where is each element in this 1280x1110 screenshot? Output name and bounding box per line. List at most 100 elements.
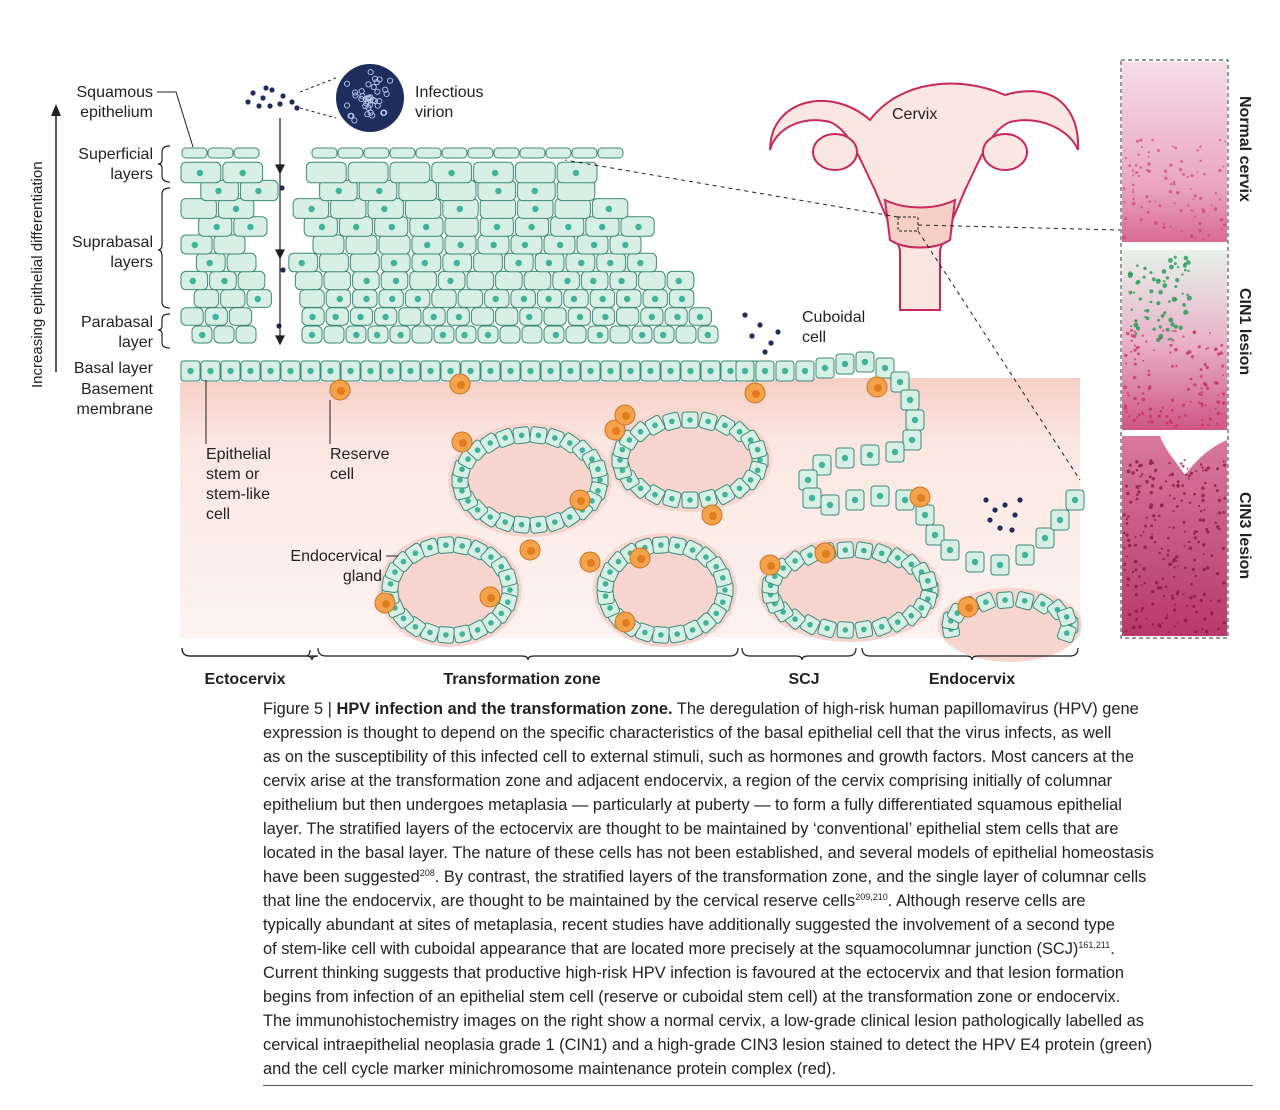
stain-speck bbox=[1194, 630, 1198, 634]
cell-nucleus bbox=[566, 440, 573, 446]
stain-speck bbox=[1204, 468, 1208, 472]
stain-speck bbox=[1134, 358, 1137, 361]
cell-nucleus bbox=[707, 367, 714, 375]
stain-speck bbox=[1128, 612, 1132, 617]
cell-nucleus bbox=[589, 456, 595, 462]
stain-speck bbox=[1161, 406, 1164, 409]
cell-nucleus bbox=[669, 495, 675, 502]
cell-nucleus bbox=[861, 626, 867, 633]
virion-particle bbox=[757, 322, 763, 328]
cell-nucleus bbox=[1002, 597, 1008, 603]
stain-speck bbox=[1203, 172, 1206, 176]
caption-text: The deregulation of high-risk human papi… bbox=[672, 700, 1139, 718]
stain-speck bbox=[1158, 204, 1162, 208]
cell-nucleus bbox=[727, 367, 734, 375]
cell-nucleus bbox=[818, 461, 826, 469]
cell-nucleus bbox=[878, 550, 885, 557]
caption-text: that line the endocervix, are thought to… bbox=[263, 892, 856, 910]
squamous-cell bbox=[180, 307, 204, 326]
cell-nucleus bbox=[881, 364, 889, 372]
cervix-label: Cervix bbox=[892, 106, 937, 123]
cell-nucleus bbox=[579, 447, 586, 453]
cell-nucleus bbox=[347, 367, 354, 375]
cell-nucleus bbox=[318, 223, 326, 231]
cell-nucleus bbox=[578, 259, 585, 267]
stain-speck bbox=[1177, 565, 1180, 568]
stain-speck bbox=[1215, 572, 1220, 576]
cell-nucleus bbox=[307, 367, 314, 375]
stain-speck bbox=[1200, 391, 1203, 394]
stain-speck bbox=[1141, 397, 1146, 402]
stain-speck bbox=[1172, 526, 1175, 529]
stain-speck bbox=[1166, 536, 1170, 540]
stain-speck-green bbox=[1165, 327, 1170, 332]
cell-nucleus bbox=[535, 521, 542, 528]
stain-speck bbox=[1145, 516, 1148, 519]
stain-speck bbox=[1147, 155, 1150, 158]
virion-particle bbox=[277, 101, 283, 107]
cell-nucleus bbox=[552, 331, 560, 339]
panel-label-cin3: CIN3 lesion bbox=[1236, 492, 1253, 579]
stain-speck bbox=[1196, 148, 1199, 152]
stain-speck bbox=[1193, 558, 1197, 562]
stain-speck-green bbox=[1173, 255, 1177, 259]
stain-speck bbox=[1184, 566, 1187, 570]
caption-line: epithelium but then undergoes metaplasia… bbox=[263, 796, 1122, 814]
cell-nucleus bbox=[577, 497, 585, 505]
stain-speck-green bbox=[1167, 338, 1170, 341]
stain-speck-green bbox=[1171, 296, 1177, 302]
caption-text: . By contrast, the stratified layers of … bbox=[434, 868, 1147, 886]
capsomere bbox=[380, 109, 387, 116]
stain-speck bbox=[1171, 597, 1174, 600]
stain-speck bbox=[1182, 593, 1185, 596]
stain-speck-green bbox=[1158, 325, 1162, 329]
cell-nucleus bbox=[896, 378, 904, 386]
cell-nucleus bbox=[453, 259, 461, 267]
stain-speck bbox=[1131, 169, 1135, 172]
cell-nucleus bbox=[821, 364, 829, 372]
stain-speck bbox=[1124, 362, 1128, 365]
panel-label-normal: Normal cervix bbox=[1236, 96, 1253, 202]
stain-speck bbox=[1222, 460, 1225, 463]
stain-speck bbox=[1183, 618, 1188, 623]
stain-speck bbox=[1186, 467, 1189, 470]
stain-speck bbox=[1140, 206, 1143, 209]
capsomere bbox=[365, 94, 372, 101]
stain-speck bbox=[1137, 153, 1140, 156]
stain-speck bbox=[1176, 480, 1180, 484]
cell-nucleus bbox=[842, 547, 849, 553]
cell-nucleus bbox=[841, 360, 849, 368]
stain-speck-green bbox=[1136, 279, 1141, 284]
stain-speck bbox=[1201, 493, 1205, 498]
cell-nucleus bbox=[917, 494, 925, 502]
cell-nucleus bbox=[1040, 601, 1046, 607]
cell-nucleus bbox=[619, 446, 626, 453]
cell-nucleus bbox=[484, 331, 492, 339]
stain-speck bbox=[1134, 609, 1139, 613]
stain-speck bbox=[1127, 538, 1131, 543]
stain-speck bbox=[1126, 491, 1130, 496]
stain-speck bbox=[1134, 593, 1138, 597]
stain-speck bbox=[1203, 363, 1207, 367]
stain-speck-green bbox=[1170, 322, 1175, 327]
reference: 209,210 bbox=[855, 892, 888, 902]
zoom-line-top bbox=[564, 159, 899, 218]
cell-nucleus bbox=[545, 259, 553, 267]
stain-speck bbox=[1217, 511, 1222, 515]
squamous-cell bbox=[523, 270, 552, 291]
squamous-leader bbox=[157, 91, 194, 148]
squamous-cell bbox=[479, 198, 517, 219]
stain-speck bbox=[1169, 351, 1172, 354]
stain-speck-green bbox=[1158, 289, 1163, 295]
capsomere bbox=[364, 111, 371, 118]
stain-speck bbox=[1188, 546, 1193, 551]
stain-speck bbox=[1165, 414, 1169, 418]
stain-speck bbox=[1171, 338, 1175, 342]
cell-nucleus bbox=[841, 454, 849, 462]
squamous-cell bbox=[193, 289, 220, 308]
stain-speck bbox=[1217, 498, 1222, 503]
stain-speck bbox=[1124, 217, 1128, 220]
stain-speck bbox=[1192, 594, 1197, 598]
cell-nucleus bbox=[491, 169, 499, 177]
cell-nucleus bbox=[652, 422, 658, 429]
